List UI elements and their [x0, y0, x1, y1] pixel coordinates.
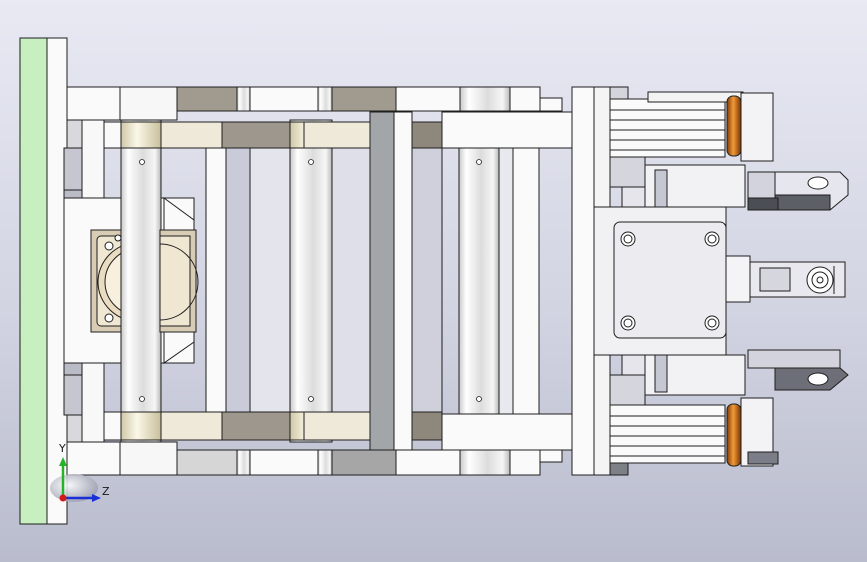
coordinate-triad: [50, 457, 101, 502]
lower-block-dark: [221, 411, 291, 441]
lower-right-block: [441, 413, 573, 451]
right-mount-plate: [571, 86, 595, 476]
guide-rod-2: [289, 119, 333, 443]
y-axis-label: Y: [59, 442, 66, 455]
top-spacer-dark: [176, 86, 238, 112]
upper-right-block: [441, 111, 573, 149]
triad-origin: [59, 494, 67, 502]
top-spacer-dark-2: [331, 86, 397, 112]
guide-rod-3: [458, 119, 500, 443]
upper-bushing-1: [120, 121, 162, 149]
bottom-spacer: [176, 449, 238, 476]
lower-bushing-1: [120, 411, 162, 441]
upper-cylinder-seal: [726, 95, 742, 157]
guide-rod-1: [120, 119, 162, 443]
z-axis-label: Z: [102, 485, 110, 498]
lower-cylinder-seal: [726, 403, 742, 467]
green-base-plate: [19, 37, 48, 525]
upper-block-dark: [221, 121, 291, 149]
center-post: [369, 111, 395, 451]
